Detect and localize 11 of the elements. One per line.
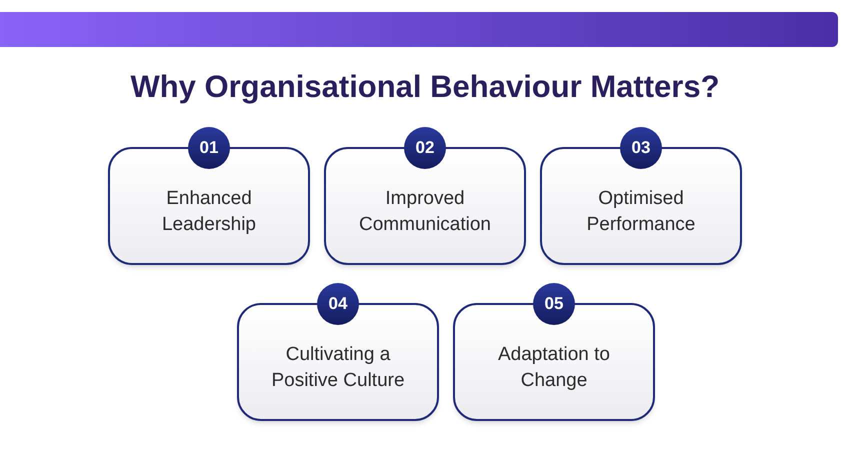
- card-text: Enhanced Leadership: [160, 187, 258, 237]
- card-text: Adaptation to Change: [497, 343, 611, 393]
- card-text: Optimised Performance: [586, 187, 696, 237]
- number-badge: 03: [620, 127, 662, 169]
- title: Why Organisational Behaviour Matters?: [129, 68, 721, 106]
- card-text: Improved Communication: [358, 187, 492, 237]
- number-badge: 02: [404, 127, 446, 169]
- number-badge: 05: [533, 283, 575, 325]
- card-text: Cultivating a Positive Culture: [270, 343, 406, 393]
- number-badge: 04: [317, 283, 359, 325]
- number-badge: 01: [188, 127, 230, 169]
